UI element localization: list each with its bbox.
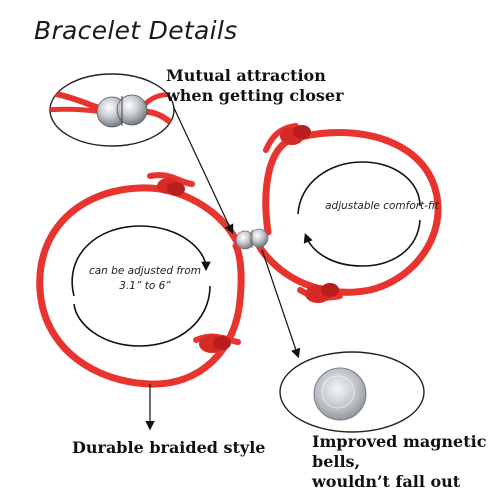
attraction-line-2: when getting closer (166, 86, 344, 105)
magnetic-line-1: Improved magnetic bells, (312, 432, 487, 471)
right-adjust-arc (297, 161, 421, 267)
right-bracelet (254, 123, 442, 303)
comfort-fit-note: adjustable comfort-fit (312, 199, 452, 214)
magnetic-callout: Improved magnetic bells, wouldn’t fall o… (312, 432, 500, 492)
adjust-range-note: can be adjusted from 3.1” to 6” (80, 264, 210, 294)
page-title: Bracelet Details (34, 16, 238, 45)
magnetic-line-2: wouldn’t fall out (312, 472, 461, 491)
pointer-magnetic (261, 249, 301, 359)
braided-line-1: Durable braided style (72, 438, 266, 457)
center-magnet-clasp (235, 228, 269, 250)
adjust-range-line-2: 3.1” to 6” (119, 280, 171, 292)
pointer-attraction (173, 107, 234, 235)
braided-callout: Durable braided style (72, 438, 265, 458)
adjust-range-line-1: can be adjusted from (88, 265, 202, 277)
attraction-callout: Mutual attraction when getting closer (166, 66, 344, 106)
magnet-disc-lens (279, 351, 425, 433)
left-adjust-arc (71, 225, 211, 347)
left-bracelet (36, 172, 245, 388)
magnet-zoom-lens (49, 73, 175, 147)
attraction-line-1: Mutual attraction (166, 66, 326, 85)
comfort-fit-line-1: adjustable comfort-fit (325, 200, 439, 212)
